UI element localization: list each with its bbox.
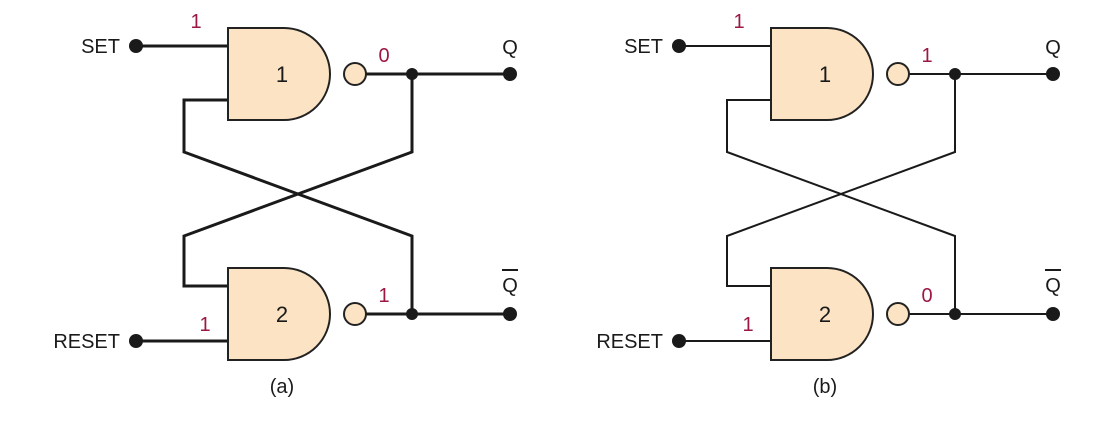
qbar-terminal — [503, 307, 517, 321]
q-level: 1 — [921, 45, 932, 67]
qbar-terminal — [1046, 307, 1060, 321]
gate-1-inversion-bubble — [343, 62, 367, 86]
nand-gate-2 — [227, 267, 331, 361]
reset-label: RESET — [596, 331, 663, 353]
gate-2-label: 2 — [276, 302, 288, 327]
q-level: 0 — [378, 45, 389, 67]
qbar-junction-dot — [406, 308, 418, 320]
q-junction-dot — [406, 68, 418, 80]
gate-1-label: 1 — [276, 62, 288, 87]
reset-terminal — [129, 334, 143, 348]
q-label: Q — [502, 37, 518, 59]
feedback-wire-q-to-gate2 — [182, 74, 414, 288]
reset-terminal — [672, 334, 686, 348]
set-label: SET — [81, 36, 120, 58]
gate-1-inversion-bubble — [886, 62, 910, 86]
nand-gate-2 — [770, 267, 874, 361]
gate-2-inversion-bubble — [886, 302, 910, 326]
q-terminal — [1046, 67, 1060, 81]
qbar-level: 0 — [921, 285, 932, 307]
reset-level: 1 — [199, 314, 210, 336]
nand-gate-1 — [227, 27, 331, 121]
feedback-wire-qbar-to-gate1 — [726, 99, 956, 314]
qbar-label: Q — [502, 275, 518, 297]
gate-2-label: 2 — [819, 302, 831, 327]
feedback-wire-qbar-to-gate1 — [182, 98, 414, 314]
gate-2-inversion-bubble — [343, 302, 367, 326]
set-terminal — [129, 39, 143, 53]
set-level: 1 — [190, 11, 201, 33]
reset-label: RESET — [53, 331, 120, 353]
circuit-b: 1 2 SET RESET Q Q 1 1 1 0 (b) — [596, 11, 1061, 398]
qbar-label: Q — [1045, 275, 1061, 297]
qbar-junction-dot — [949, 308, 961, 320]
q-label: Q — [1045, 37, 1061, 59]
set-label: SET — [624, 36, 663, 58]
set-level: 1 — [733, 11, 744, 33]
q-junction-dot — [949, 68, 961, 80]
set-terminal — [672, 39, 686, 53]
circuit-a: 1 2 SET RESET Q Q 1 1 0 1 (a) — [53, 11, 518, 398]
nand-gate-1 — [770, 27, 874, 121]
circuit-caption: (a) — [270, 376, 294, 398]
qbar-level: 1 — [378, 285, 389, 307]
circuit-caption: (b) — [813, 376, 837, 398]
q-terminal — [503, 67, 517, 81]
gate-1-label: 1 — [819, 62, 831, 87]
feedback-wire-q-to-gate2 — [726, 74, 956, 287]
reset-level: 1 — [742, 314, 753, 336]
